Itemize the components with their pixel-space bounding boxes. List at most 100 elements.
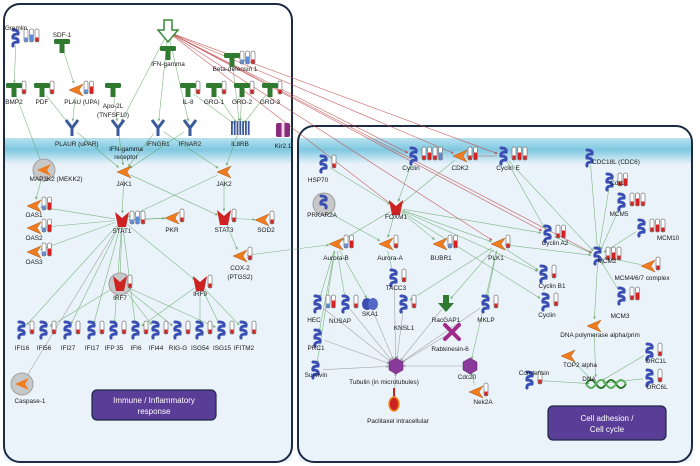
node-sod2[interactable]: SOD2 bbox=[254, 210, 275, 234]
node-plk1[interactable]: PLK1 bbox=[488, 234, 511, 262]
node-pdf[interactable]: PDF bbox=[34, 80, 55, 106]
node-nek2a[interactable]: Nek2A bbox=[468, 382, 493, 406]
node-gro2[interactable]: GRO-2 bbox=[232, 80, 255, 106]
node-ifp35[interactable]: IFP 35 bbox=[105, 320, 127, 352]
node-gro1[interactable]: GRO-1 bbox=[204, 80, 227, 106]
node-mcm10[interactable]: MCM10 bbox=[637, 218, 680, 242]
node-ptgs2[interactable]: (PTGS2) bbox=[227, 274, 252, 281]
node-ifitm2[interactable]: IFITM2 bbox=[234, 320, 257, 352]
node-irf7[interactable]: IRF7 bbox=[108, 272, 133, 302]
node-ifi56[interactable]: IFI56 bbox=[37, 320, 57, 352]
edge-bdef-il8rb bbox=[232, 66, 241, 122]
node-ifi44[interactable]: IFI44 bbox=[149, 320, 169, 352]
node-isg15[interactable]: ISG15 bbox=[213, 320, 235, 352]
node-isg54[interactable]: ISG54 bbox=[191, 320, 213, 352]
node-ifnar2[interactable]: IFNAR2 bbox=[179, 119, 202, 148]
node-tacc3[interactable]: TACC3 bbox=[386, 268, 407, 292]
label-stat3: STAT3 bbox=[215, 227, 234, 234]
node-hsp70[interactable]: HSP70 bbox=[308, 154, 337, 184]
node-ifngr_rec1[interactable]: IFN-gamma bbox=[109, 119, 143, 153]
edge-top2a-dna bbox=[572, 360, 592, 380]
node-mcm3[interactable]: MCM3 bbox=[611, 286, 640, 320]
node-bmp2[interactable]: BMP2 bbox=[5, 80, 27, 106]
node-orc1l[interactable]: ORC1L bbox=[645, 342, 667, 365]
node-ifi16[interactable]: IFI16 bbox=[15, 320, 35, 352]
node-tnfsf10[interactable]: (TNFSF10) bbox=[97, 112, 129, 119]
node-mcm5[interactable]: MCM5 bbox=[610, 192, 646, 218]
node-ifngr1[interactable]: IFNGR1 bbox=[146, 119, 170, 148]
node-prkar2a[interactable]: PRKAR2A bbox=[307, 192, 338, 219]
node-hec[interactable]: HEC bbox=[307, 294, 336, 324]
node-nusap[interactable]: NUSAP bbox=[329, 294, 359, 325]
edge-bmp2-map3k2 bbox=[16, 96, 43, 164]
node-ifi27[interactable]: IFI27 bbox=[61, 320, 81, 352]
node-ifng[interactable]: IFN-gamma bbox=[151, 19, 185, 68]
node-dnapol[interactable]: DNA polymerase alpha/prim bbox=[560, 319, 640, 339]
node-pkr[interactable]: PKR bbox=[164, 208, 185, 234]
node-jak1[interactable]: JAK1 bbox=[116, 165, 132, 188]
node-il8rb[interactable]: IL8RB bbox=[231, 121, 250, 148]
node-mcm467[interactable]: MCM4/6/7 complex bbox=[614, 256, 670, 282]
label-pkr: PKR bbox=[165, 227, 179, 234]
node-cycb1[interactable]: Cyclin B1 bbox=[539, 264, 566, 290]
node-jak2[interactable]: JAK2 bbox=[216, 165, 232, 188]
node-knsl1[interactable]: KNSL1 bbox=[394, 294, 417, 332]
node-stat1[interactable]: STAT1 bbox=[113, 210, 146, 235]
node-casp1[interactable]: Caspase-1 bbox=[10, 372, 46, 405]
node-kir21[interactable]: Kir2.1 bbox=[275, 123, 292, 150]
node-stat3[interactable]: STAT3 bbox=[215, 208, 237, 234]
label-dnapol: DNA polymerase alpha/prim bbox=[560, 332, 640, 339]
node-racgap1[interactable]: RacGAP1 bbox=[432, 295, 461, 324]
node-cdc20[interactable]: Cdc20 bbox=[458, 357, 478, 381]
edge-irf9-ifi6 bbox=[141, 287, 195, 327]
node-bdef[interactable]: Beta-defensin 1 bbox=[213, 50, 258, 73]
node-ifi6[interactable]: IFI6 bbox=[130, 320, 149, 352]
node-aurb[interactable]: Aurora-B bbox=[323, 234, 354, 262]
label-top2a: TOP2 alpha bbox=[563, 362, 597, 369]
node-ifi17[interactable]: IFI17 bbox=[85, 320, 105, 352]
node-survivin[interactable]: Survivin bbox=[305, 360, 328, 380]
node-cycline[interactable]: Cyclin E bbox=[496, 146, 528, 172]
node-cyclin[interactable]: Cyclin bbox=[402, 146, 443, 172]
node-oas3[interactable]: OAS3 bbox=[25, 242, 52, 266]
label-tacc3: TACC3 bbox=[386, 285, 407, 292]
node-prc1[interactable]: PRC1 bbox=[307, 328, 325, 352]
label-irf9: IRF9 bbox=[193, 291, 207, 298]
node-plau[interactable]: PLAU (UPA) bbox=[64, 80, 100, 106]
node-mcm2[interactable]: MCM2 bbox=[593, 246, 622, 266]
node-mklp[interactable]: MKLP bbox=[477, 294, 499, 324]
node-pacli[interactable]: Paclitaxel intracellular bbox=[367, 388, 430, 425]
node-bubr1[interactable]: BUBR1 bbox=[430, 234, 458, 262]
node-cyclinr[interactable]: Cyclin bbox=[538, 292, 559, 319]
node-foxm1[interactable]: FOXM1 bbox=[385, 200, 407, 221]
node-sdf1[interactable]: SDF-1 bbox=[53, 32, 72, 53]
node-oas2[interactable]: OAS2 bbox=[25, 218, 52, 242]
node-top2a[interactable]: TOP2 alpha bbox=[560, 349, 597, 369]
node-aura[interactable]: Aurora-A bbox=[377, 234, 404, 262]
node-oas1[interactable]: OAS1 bbox=[25, 196, 52, 219]
node-orc6l[interactable]: ORC6L bbox=[645, 368, 668, 391]
label-oas2: OAS2 bbox=[25, 235, 42, 242]
label-plk1: PLK1 bbox=[488, 255, 504, 262]
node-rabk6[interactable]: Rabkinesin-6 bbox=[431, 323, 469, 353]
node-gremlin[interactable]: Gremlin bbox=[5, 25, 40, 48]
node-condensin[interactable]: Condensin bbox=[519, 370, 550, 390]
node-gro3[interactable]: GRO-3 bbox=[260, 80, 283, 106]
node-cdt1[interactable]: Cdt1 bbox=[605, 172, 628, 192]
node-il8[interactable]: IL-8 bbox=[180, 80, 201, 106]
node-irf9[interactable]: IRF9 bbox=[193, 274, 213, 298]
node-rigg[interactable]: RIG-G bbox=[169, 320, 191, 352]
node-ska1[interactable]: SKA1 bbox=[362, 298, 379, 318]
node-cdc18l[interactable]: CDC18L (CDC6) bbox=[585, 148, 640, 168]
node-cyca2[interactable]: Cyclin A2 bbox=[542, 224, 569, 247]
node-plaur[interactable]: PLAUR (uPAR) bbox=[55, 119, 99, 148]
node-tubulin[interactable]: Tubulin (in microtubules) bbox=[349, 357, 419, 386]
node-cdk2[interactable]: CDK2 bbox=[451, 146, 478, 172]
node-dna[interactable]: DNA bbox=[582, 376, 627, 389]
node-map3k2[interactable]: MAP3K2 (MEKK2) bbox=[30, 158, 83, 183]
node-apo2l[interactable]: Apo-2L bbox=[103, 83, 124, 110]
node-cox2[interactable]: COX-2 bbox=[230, 246, 253, 272]
node-ifngr_rec2[interactable]: receptor bbox=[114, 154, 138, 161]
